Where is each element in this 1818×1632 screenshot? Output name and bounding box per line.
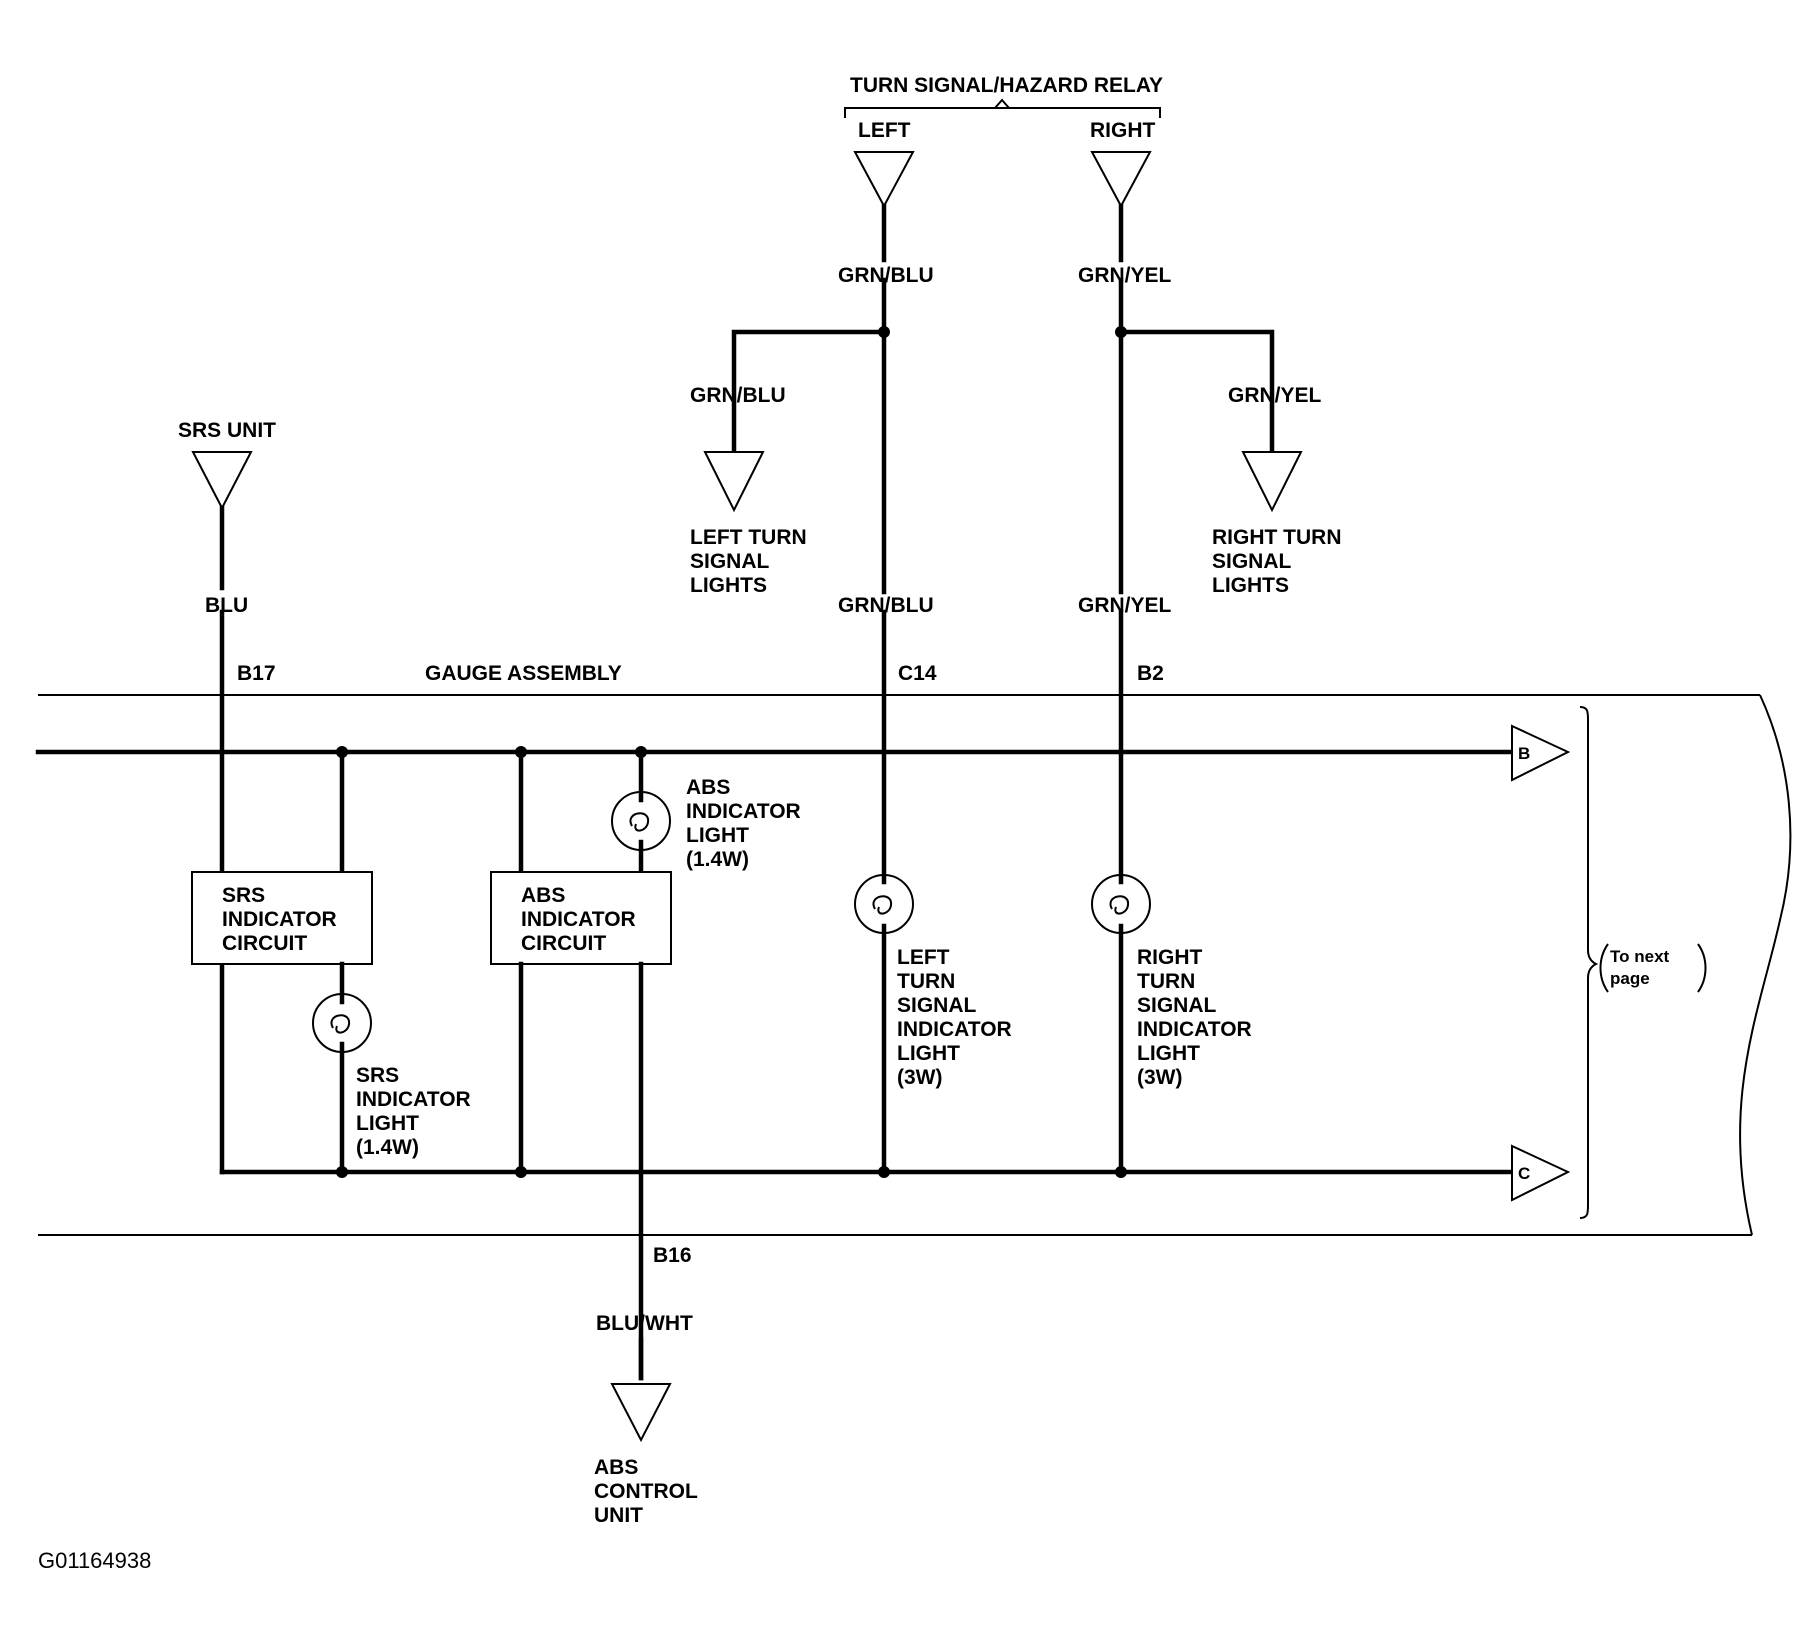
left-turn-lights-label: LEFT TURN SIGNAL LIGHTS: [690, 526, 813, 597]
junction-dot: [515, 1166, 527, 1178]
abs-indicator-bulb: [611, 791, 671, 851]
filament-icon: [1109, 895, 1130, 915]
bus-b: [35, 749, 1515, 875]
to-next-page-label: To next page: [1610, 947, 1674, 988]
junction-dot: [878, 1166, 890, 1178]
filament-icon: [629, 812, 650, 832]
to-next-page-brace: [1579, 706, 1599, 1219]
connector-b17: B17: [237, 662, 276, 685]
junction-dot: [635, 746, 647, 758]
abs-indicator-light-label: ABS INDICATOR LIGHT (1.4W): [686, 776, 807, 871]
junction-dot: [878, 326, 890, 338]
abs-indicator-circuit-box: [490, 871, 672, 965]
abs-indicator-circuit-label: ABS INDICATOR CIRCUIT: [521, 884, 642, 955]
junction-dot: [1115, 326, 1127, 338]
junction-dot: [1115, 1166, 1127, 1178]
connector-c14: C14: [898, 662, 937, 685]
right-turn-lights-terminal: [1241, 451, 1303, 513]
connector-b16: B16: [653, 1244, 692, 1267]
right-indicator-bulb: [1091, 874, 1151, 934]
abs-control-unit-label: ABS CONTROL UNIT: [594, 1456, 703, 1527]
srs-indicator-light-label: SRS INDICATOR LIGHT (1.4W): [356, 1064, 477, 1159]
wire-label-grn-blu-lower: GRN/BLU: [838, 594, 934, 617]
srs-unit-label: SRS UNIT: [178, 419, 276, 442]
srs-indicator-bulb: [312, 993, 372, 1053]
gauge-assembly-label: GAUGE ASSEMBLY: [425, 662, 622, 685]
relay-left-label: LEFT: [858, 119, 911, 142]
wire-label-grn-yel-top: GRN/YEL: [1078, 264, 1172, 287]
arrow-b-label: B: [1518, 744, 1530, 763]
abs-control-unit-terminal: [610, 1383, 672, 1443]
filament-icon: [872, 895, 893, 915]
gauge-assembly-outline: [38, 694, 1792, 1236]
left-indicator-bulb: [854, 874, 914, 934]
relay-bracket: [844, 98, 1161, 118]
junction-dot: [515, 746, 527, 758]
paren-left: [1599, 943, 1609, 993]
junction-dot: [336, 1166, 348, 1178]
srs-indicator-circuit-label: SRS INDICATOR CIRCUIT: [222, 884, 343, 955]
relay-right-terminal: [1090, 151, 1152, 209]
arrow-c-connector: [1511, 1144, 1571, 1202]
connector-b2: B2: [1137, 662, 1164, 685]
arrow-c-label: C: [1518, 1164, 1530, 1183]
right-indicator-light-label: RIGHT TURN SIGNAL INDICATOR LIGHT (3W): [1137, 946, 1258, 1089]
left-turn-lights-terminal: [703, 451, 765, 513]
right-turn-lights-label: RIGHT TURN SIGNAL LIGHTS: [1212, 526, 1347, 597]
wire-label-blu: BLU: [205, 594, 248, 617]
filament-icon: [330, 1014, 351, 1034]
relay-title: TURN SIGNAL/HAZARD RELAY: [850, 74, 1163, 97]
srs-indicator-circuit-box: [191, 871, 373, 965]
relay-left-terminal: [853, 151, 915, 209]
wire-label-grn-yel-branch: GRN/YEL: [1228, 384, 1322, 407]
wire-label-blu-wht: BLU/WHT: [596, 1312, 693, 1335]
wire-label-grn-blu-top: GRN/BLU: [838, 264, 934, 287]
relay-right-label: RIGHT: [1090, 119, 1156, 142]
left-indicator-light-label: LEFT TURN SIGNAL INDICATOR LIGHT (3W): [897, 946, 1018, 1089]
paren-right: [1697, 943, 1707, 993]
wire-label-grn-yel-lower: GRN/YEL: [1078, 594, 1172, 617]
arrow-b-connector: [1511, 724, 1571, 782]
wire-label-grn-blu-branch: GRN/BLU: [690, 384, 786, 407]
junction-dot: [336, 746, 348, 758]
srs-unit-terminal: [191, 451, 253, 511]
figure-id: G01164938: [38, 1548, 151, 1573]
wire-grn-blu: [731, 203, 887, 1175]
